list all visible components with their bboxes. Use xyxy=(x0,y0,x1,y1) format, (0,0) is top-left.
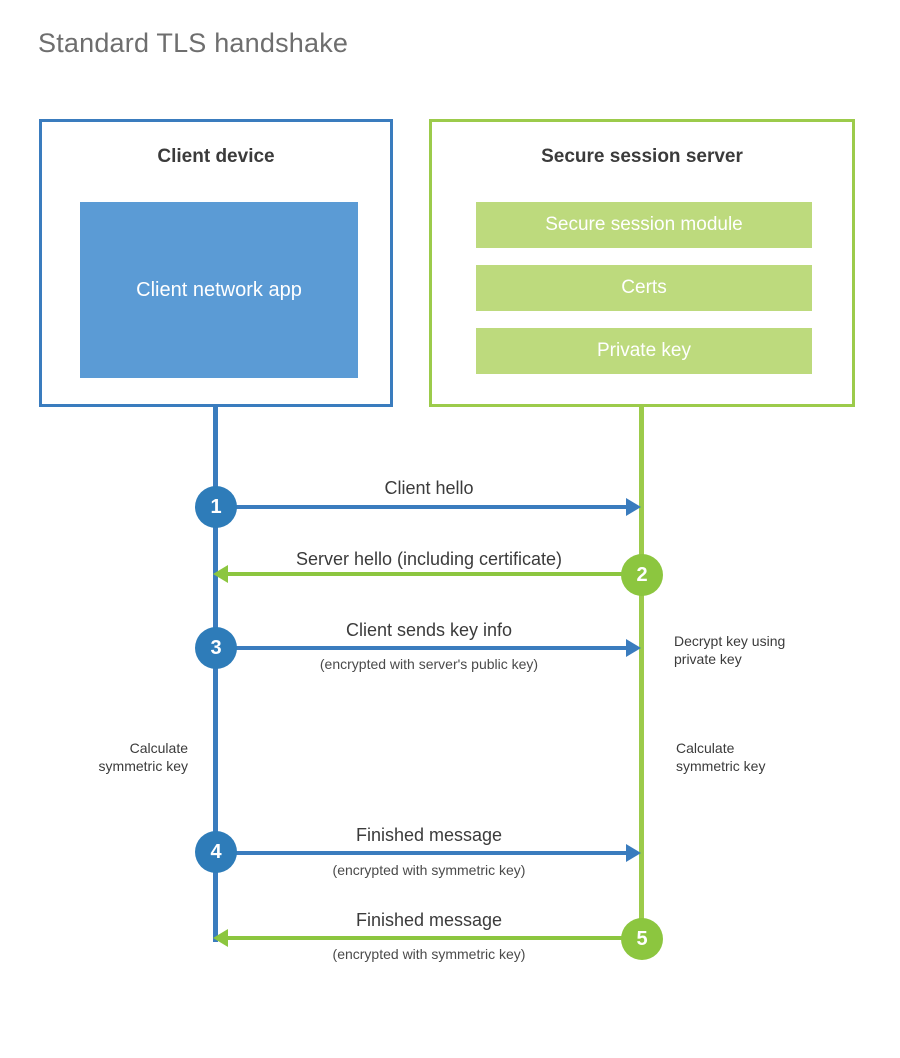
step-2-arrow-line xyxy=(228,572,628,576)
step-3-sublabel: (encrypted with server's public key) xyxy=(319,656,539,672)
step-1-arrow-line xyxy=(216,505,628,509)
client-network-app-label: Client network app xyxy=(136,278,302,301)
step-4-badge: 4 xyxy=(195,831,237,873)
client-device-title: Client device xyxy=(157,146,275,167)
secure-session-server-box: Secure session server Secure session mod… xyxy=(429,119,855,407)
step-5-sublabel: (encrypted with symmetric key) xyxy=(332,946,526,962)
server-component-private-key: Private key xyxy=(476,328,812,374)
step-2-badge: 2 xyxy=(621,554,663,596)
step-4-label: Finished message xyxy=(355,825,503,845)
step-2-arrow-head-icon xyxy=(213,565,228,583)
annotation-decrypt-key: Decrypt key using private key xyxy=(674,633,786,668)
step-3-arrow-head-icon xyxy=(626,639,641,657)
step-1-arrow-head-icon xyxy=(626,498,641,516)
annotation-client-calculate-symmetric-key: Calculate symmetric key xyxy=(98,740,188,775)
step-4-sublabel: (encrypted with symmetric key) xyxy=(332,862,526,878)
step-5-arrow-head-icon xyxy=(213,929,228,947)
step-5-label: Finished message xyxy=(355,910,503,930)
server-component-certs: Certs xyxy=(476,265,812,311)
step-2-label: Server hello (including certificate) xyxy=(295,549,563,569)
client-device-box: Client device Client network app xyxy=(39,119,393,407)
step-1-label: Client hello xyxy=(384,478,474,498)
step-3-badge: 3 xyxy=(195,627,237,669)
annotation-server-calculate-symmetric-key: Calculate symmetric key xyxy=(676,740,766,775)
step-4-arrow-head-icon xyxy=(626,844,641,862)
step-3-arrow-line xyxy=(216,646,628,650)
page-title: Standard TLS handshake xyxy=(38,28,349,58)
step-3-label: Client sends key info xyxy=(345,620,513,640)
server-component-secure-session-module: Secure session module xyxy=(476,202,812,248)
server-lifeline xyxy=(639,404,644,942)
step-1-badge: 1 xyxy=(195,486,237,528)
secure-session-server-title: Secure session server xyxy=(541,146,743,167)
client-network-app-block: Client network app xyxy=(80,202,358,378)
step-5-arrow-line xyxy=(228,936,628,940)
step-4-arrow-line xyxy=(216,851,628,855)
step-5-badge: 5 xyxy=(621,918,663,960)
client-lifeline xyxy=(213,404,218,942)
